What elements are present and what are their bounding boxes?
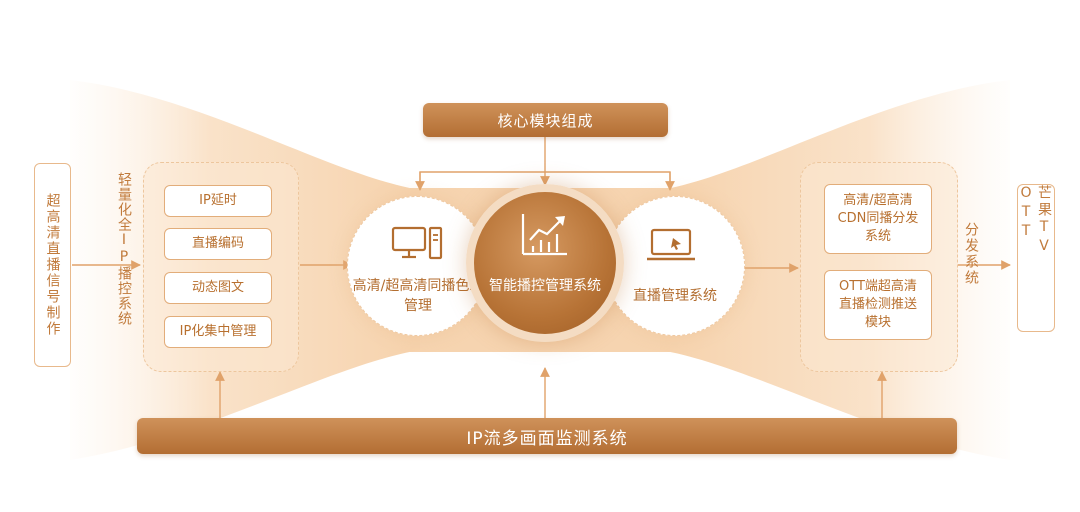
- core-modules-bar: 核心模块组成: [423, 103, 668, 137]
- ip-monitoring-bar: IP流多画面监测系统: [137, 418, 957, 454]
- live-management-circle: [605, 196, 745, 336]
- ip-monitoring-label: IP流多画面监测系统: [466, 428, 628, 449]
- distribution-label: 分发系统: [963, 222, 979, 286]
- color-management-label: 高清/超高清同播色彩管理: [352, 278, 484, 314]
- module-label: 直播编码: [191, 236, 244, 251]
- module-ott-push: OTT端超高清直播检测推送模块: [824, 270, 932, 340]
- color-management-circle: [347, 196, 487, 336]
- ip-broadcast-title: 轻量化全IP播控系统: [116, 172, 132, 326]
- module-label: 高清/超高清CDN同播分发系统: [837, 193, 919, 244]
- core-modules-label: 核心模块组成: [497, 111, 594, 130]
- growth-chart-icon: [521, 214, 567, 256]
- desktop-computer-icon: [391, 226, 443, 260]
- mango-tv-ott-box: 芒果TV OTT: [1017, 184, 1055, 332]
- intelligent-control-circle: [466, 184, 624, 342]
- intelligent-control-label: 智能播控管理系统: [489, 278, 601, 294]
- module-live-encoding: 直播编码: [164, 228, 272, 260]
- laptop-icon: [647, 228, 695, 261]
- source-signal-box: 超高清直播信号制作: [34, 163, 71, 367]
- module-cdn-distribution: 高清/超高清CDN同播分发系统: [824, 184, 932, 254]
- module-label: OTT端超高清直播检测推送模块: [838, 279, 917, 330]
- module-label: IP化集中管理: [179, 324, 257, 339]
- module-ip-central-management: IP化集中管理: [164, 316, 272, 348]
- module-label: IP延时: [199, 193, 237, 208]
- module-label: 动态图文: [191, 280, 244, 295]
- module-ip-delay: IP延时: [164, 185, 272, 217]
- live-management-label: 直播管理系统: [633, 288, 717, 304]
- ip-broadcast-title-wrap: 轻量化全IP播控系统: [112, 172, 136, 362]
- source-signal-label: 超高清直播信号制作: [44, 193, 61, 337]
- distribution-label-wrap: 分发系统: [960, 222, 982, 312]
- module-dynamic-graphics: 动态图文: [164, 272, 272, 304]
- mango-tv-ott-label: 芒果TV OTT: [1018, 185, 1052, 257]
